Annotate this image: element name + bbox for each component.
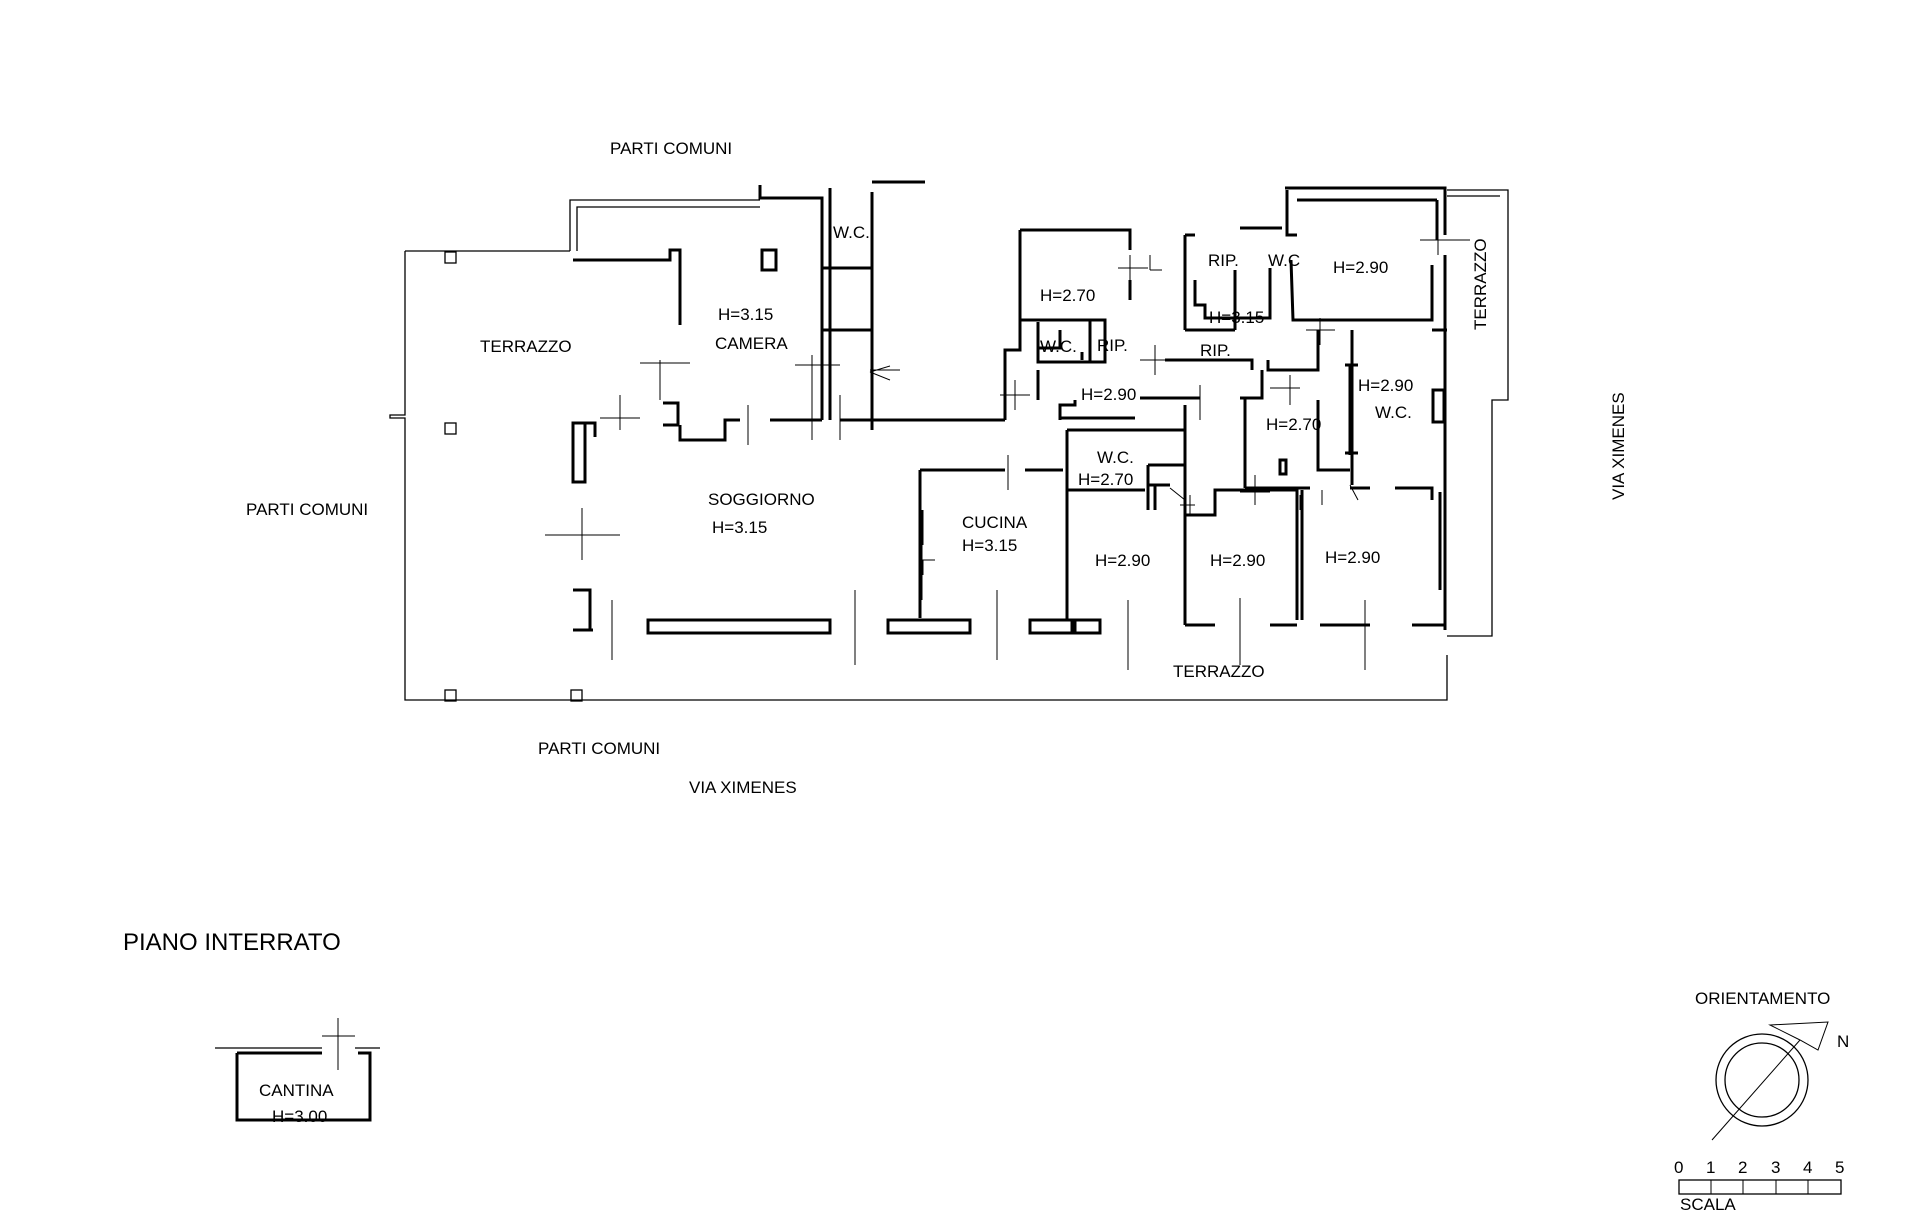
label-terrazzo-left: TERRAZZO (480, 337, 572, 356)
cantina-name: CANTINA (259, 1081, 334, 1100)
scale-tick: 3 (1771, 1158, 1780, 1177)
rip-a: RIP. (1097, 336, 1128, 355)
wc-top: W.C. (833, 223, 870, 242)
label-via-ximenes-right: VIA XIMENES (1609, 392, 1628, 500)
scale-label: SCALA (1680, 1195, 1736, 1214)
wc-c: W.C. (1097, 448, 1134, 467)
wc-d: W.C. (1375, 403, 1412, 422)
wc-c-height: H=2.70 (1078, 470, 1133, 489)
scale-tick: 5 (1835, 1158, 1844, 1177)
camera-name: CAMERA (715, 334, 788, 353)
scale-tick: 2 (1738, 1158, 1747, 1177)
label-via-ximenes-bottom: VIA XIMENES (689, 778, 797, 797)
scale-tick: 0 (1674, 1158, 1683, 1177)
label-terrazzo-right: TERRAZZO (1471, 238, 1490, 330)
bed3-height: H=2.90 (1325, 548, 1380, 567)
cantina-height: H=3.00 (272, 1107, 327, 1126)
terrace-outline (389, 189, 1509, 702)
orientation-title: ORIENTAMENTO (1695, 989, 1830, 1008)
north-label: N (1837, 1032, 1849, 1051)
label-parti-comuni-bottom: PARTI COMUNI (538, 739, 660, 758)
wc-d-height: H=2.90 (1358, 376, 1413, 395)
label-terrazzo-bottom: TERRAZZO (1173, 662, 1265, 681)
cucina-name: CUCINA (962, 513, 1028, 532)
rip-b: RIP. (1208, 251, 1239, 270)
soggiorno-name: SOGGIORNO (708, 490, 815, 509)
camera-height: H=3.15 (718, 305, 773, 324)
cucina-height: H=3.15 (962, 536, 1017, 555)
scale-bar (1678, 1179, 1842, 1195)
bed1-height: H=2.90 (1095, 551, 1150, 570)
bed2-height: H=2.90 (1210, 551, 1265, 570)
basement-title: PIANO INTERRATO (123, 929, 341, 956)
door-marks (545, 225, 1470, 670)
corridor-height: H=2.90 (1081, 385, 1136, 404)
room-ne-height: H=2.90 (1333, 258, 1388, 277)
compass-icon (1711, 1021, 1829, 1141)
room-a-height: H=2.70 (1040, 286, 1095, 305)
small-height: H=3.15 (1209, 308, 1264, 327)
wc-a: W.C. (1040, 337, 1077, 356)
scale-ticks: 0 1 2 3 4 5 (1674, 1158, 1844, 1177)
cantina-walls (215, 1018, 380, 1122)
rip-c: RIP. (1200, 341, 1231, 360)
scale-tick: 4 (1803, 1158, 1812, 1177)
room-c-height: H=2.70 (1266, 415, 1321, 434)
scale-tick: 1 (1706, 1158, 1715, 1177)
wc-b: W.C (1268, 251, 1300, 270)
label-parti-comuni-top: PARTI COMUNI (610, 139, 732, 158)
label-parti-comuni-left: PARTI COMUNI (246, 500, 368, 519)
soggiorno-height: H=3.15 (712, 518, 767, 537)
apartment-walls (571, 180, 1447, 635)
